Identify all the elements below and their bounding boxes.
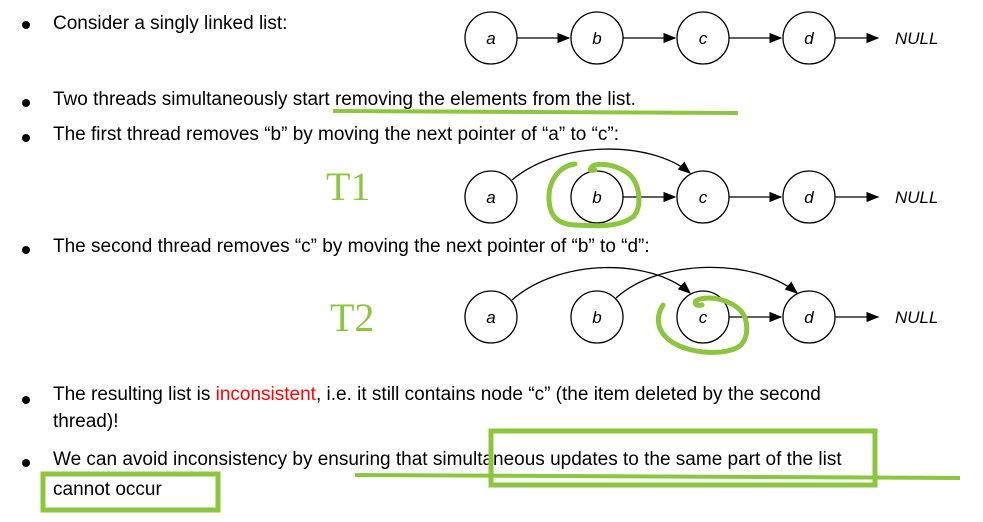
node-d: d — [782, 170, 836, 224]
highlight-box-simultaneous — [488, 428, 878, 488]
bullet-5-text: The resulting list is inconsistent, i.e.… — [53, 381, 821, 408]
bullet-6-line2: cannot occur — [53, 479, 162, 500]
null-label-3: NULL — [895, 308, 938, 327]
svg-text:b: b — [592, 308, 601, 327]
list-row-2: a b c d NULL — [464, 148, 938, 229]
node-a: a — [464, 11, 518, 65]
bullet-5-pre: The resulting list is — [53, 384, 216, 405]
svg-text:b: b — [592, 29, 601, 48]
bullet-3-text: The first thread removes “b” by moving t… — [53, 124, 620, 145]
node-a: a — [464, 290, 518, 344]
t2-label: T2 — [330, 295, 375, 340]
node-c: c — [676, 11, 730, 65]
bullet-6-line1: We can avoid inconsistency by ensuring t… — [53, 449, 842, 470]
null-label-2: NULL — [895, 188, 938, 207]
underline-start-removing — [332, 109, 739, 115]
node-c: c — [676, 170, 730, 224]
highlight-box-cannot-occur — [40, 471, 221, 513]
node-a: a — [464, 170, 518, 224]
bullet-5-post: , i.e. it still contains node “c” (the i… — [315, 384, 821, 405]
bullet-1 — [22, 21, 30, 29]
svg-text:c: c — [699, 188, 708, 207]
inconsistent-word: inconsistent — [215, 384, 316, 405]
t2-scribble — [655, 295, 750, 355]
bullet-6 — [22, 459, 30, 467]
bullet-2 — [22, 99, 30, 107]
bullet-3 — [22, 134, 30, 142]
svg-text:a: a — [486, 188, 495, 207]
t1-scribble — [546, 161, 642, 229]
bullet-1-text: Consider a singly linked list: — [53, 13, 288, 34]
bullet-2-text: Two threads simultaneously start removin… — [53, 89, 636, 110]
list-row-3: a b c d NULL — [464, 266, 938, 355]
svg-text:c: c — [699, 308, 708, 327]
node-d: d — [782, 290, 836, 344]
bullet-4 — [22, 246, 30, 254]
svg-text:d: d — [804, 188, 814, 207]
svg-text:c: c — [699, 29, 708, 48]
node-b: b — [570, 11, 624, 65]
list-row-1: a b c d NULL — [464, 11, 938, 65]
null-label-1: NULL — [895, 29, 938, 48]
node-b: b — [570, 290, 624, 344]
bullet-5 — [22, 396, 30, 404]
svg-text:a: a — [486, 29, 495, 48]
bullet-4-text: The second thread removes “c” by moving … — [53, 236, 650, 257]
svg-text:d: d — [804, 29, 814, 48]
t1-label: T1 — [326, 164, 371, 209]
svg-text:d: d — [804, 308, 814, 327]
underline-ensuring — [354, 473, 961, 480]
node-d: d — [782, 11, 836, 65]
svg-text:a: a — [486, 308, 495, 327]
bullet-5-line2: thread)! — [53, 411, 119, 432]
node-b: b — [570, 170, 624, 224]
svg-text:b: b — [592, 188, 601, 207]
